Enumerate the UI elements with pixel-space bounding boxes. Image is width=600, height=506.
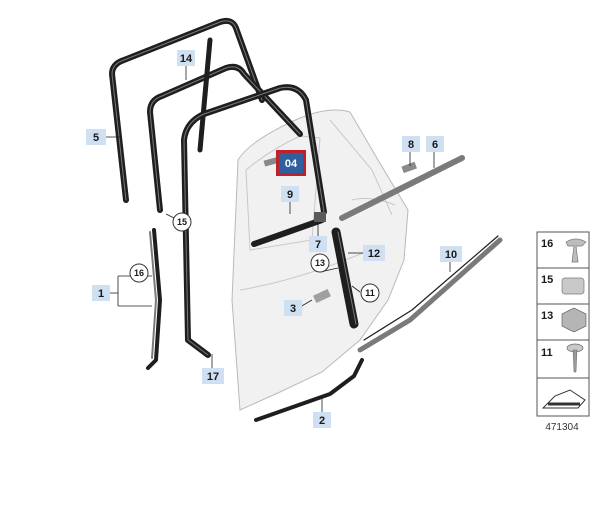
pillar-trim-12 [331,227,359,329]
frame-seal-5 [109,17,265,203]
callout-17: 17 [202,368,224,384]
window-channel-14 [147,37,303,213]
legend-row-16: 16 [541,238,587,263]
callout-3-label: 3 [290,303,296,315]
door-seal-17 [181,84,327,358]
callout-13-label: 13 [315,258,325,268]
highlight-badge-label: 04 [285,158,298,170]
callout-15-label: 15 [177,217,187,227]
fastener-legend: 16 15 13 11 [536,231,590,417]
callout-1-label: 1 [98,288,104,300]
square-nut-icon [561,307,587,333]
legend-label-13: 13 [541,310,553,322]
callout-6: 6 [426,136,444,152]
callout-7: 7 [309,236,327,252]
callout-5: 5 [86,129,106,145]
window-sill-strip-9 [251,217,325,247]
callout-13: 13 [310,253,330,273]
callout-2: 2 [313,412,331,428]
callout-10-label: 10 [445,249,457,261]
b-pillar-cover-1 [146,228,162,370]
callout-11-label: 11 [365,288,375,298]
weatherstrip-10 [357,235,503,353]
callout-11: 11 [360,283,380,303]
highlight-badge-04[interactable]: 04 [276,150,306,176]
legend-label-11: 11 [541,347,553,359]
callout-8: 8 [402,136,420,152]
legend-row-11: 11 [541,343,584,373]
legend-row-15: 15 [541,274,585,295]
legend-row-13: 13 [541,307,587,333]
callout-12-label: 12 [368,248,380,260]
callout-9: 9 [281,186,299,202]
callout-14: 14 [177,50,195,66]
sill-strip-2 [254,358,364,422]
clip-3 [313,288,331,304]
callout-17-label: 17 [207,371,219,383]
bracket-8 [401,161,417,174]
callout-16-label: 16 [134,268,144,278]
clip-nut-icon [561,277,585,295]
reference-number: 471304 [545,422,579,433]
callout-6-label: 6 [432,139,438,151]
bracket-7 [314,212,326,222]
belt-moulding-6 [339,155,465,221]
callout-12: 12 [363,245,385,261]
callout-15: 15 [172,212,192,232]
callout-5-label: 5 [93,132,99,144]
callout-7-label: 7 [315,239,321,251]
callout-2-label: 2 [319,415,325,427]
callout-14-label: 14 [180,53,193,65]
callout-9-label: 9 [287,189,293,201]
push-clip-icon [565,238,587,263]
callout-10: 10 [440,246,462,262]
legend-label-16: 16 [541,238,553,250]
callout-3: 3 [284,300,302,316]
legend-misc-row [541,389,586,409]
callout-8-label: 8 [408,139,414,151]
callout-1: 1 [92,285,110,301]
callout-16: 16 [129,263,149,283]
legend-label-15: 15 [541,274,553,286]
